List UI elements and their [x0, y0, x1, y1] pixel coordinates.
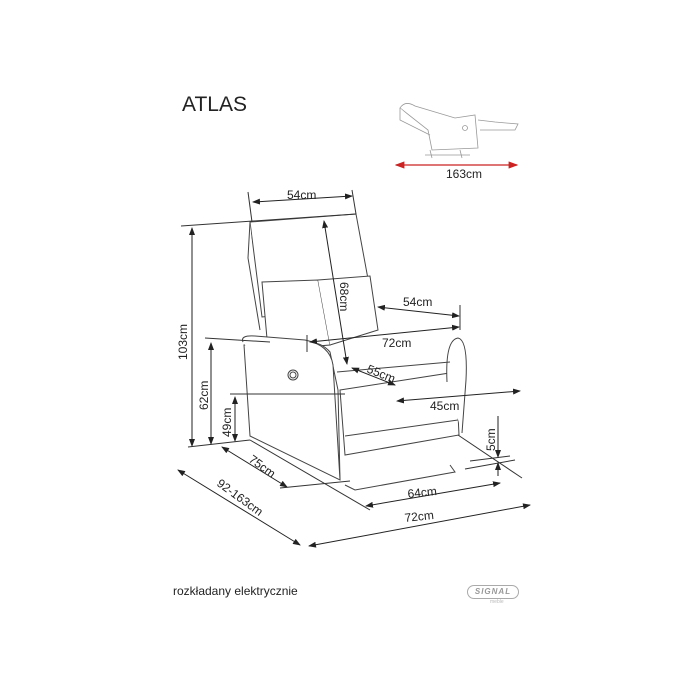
seat-depth-front-label: 45cm	[430, 399, 459, 413]
depth-label: 75cm	[246, 452, 278, 481]
base-width-label: 64cm	[407, 484, 438, 501]
total-width-label: 72cm	[404, 508, 435, 525]
seat-width-label: 54cm	[403, 295, 432, 309]
reclined-chair-thumbnail	[399, 103, 519, 159]
total-height-label: 103cm	[176, 324, 190, 360]
dimension-arrows	[177, 193, 531, 548]
seat-height-label: 49cm	[220, 408, 234, 437]
brand-logo-sub: meble	[490, 599, 504, 605]
product-title: ATLAS	[182, 93, 247, 116]
chair-outline	[242, 213, 467, 491]
reclined-length-label: 163cm	[446, 167, 482, 181]
armrest-height-label: 62cm	[197, 381, 211, 410]
seat-depth-label: 55cm	[365, 362, 397, 386]
backrest-height-label: 68cm	[337, 282, 351, 311]
caption: rozkładany elektrycznie	[173, 584, 298, 598]
backrest-width-label: 54cm	[287, 188, 316, 202]
brand-logo: SIGNAL	[467, 585, 519, 599]
armrest-span-label: 72cm	[382, 336, 411, 350]
clearance-label: 5cm	[484, 428, 498, 451]
